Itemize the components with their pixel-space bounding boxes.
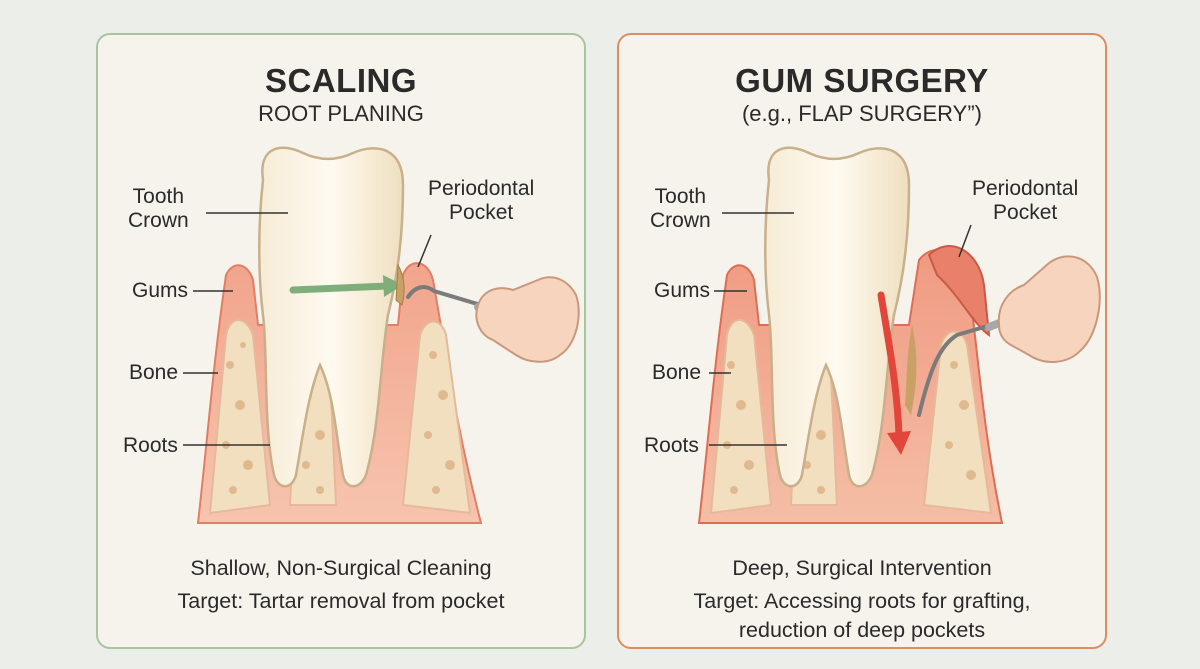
- label-tooth-crown: Tooth Crown: [650, 185, 711, 232]
- tartar: [395, 263, 405, 306]
- label-gums: Gums: [654, 279, 711, 302]
- caption-line-3: reduction of deep pockets: [738, 618, 986, 642]
- label-roots: Roots: [123, 434, 178, 457]
- panel-subtitle: (e.g., FLAP SURGERY”): [741, 101, 983, 126]
- panel-subtitle: ROOT PLANING: [258, 101, 424, 126]
- label-tooth-crown: Tooth Crown: [128, 185, 189, 232]
- scaler-instrument: [917, 303, 1061, 417]
- label-periodontal-pocket: Periodontal Pocket: [972, 177, 1079, 224]
- caption-line-2: Target: Accessing roots for grafting,: [693, 589, 1031, 613]
- label-bone: Bone: [129, 361, 179, 384]
- label-roots: Roots: [644, 434, 699, 457]
- gum-surgery-panel: GUM SURGERY (e.g., FLAP SURGERY”): [617, 33, 1107, 649]
- bone-pores: [222, 342, 455, 494]
- scaler-hand-icon: [475, 276, 580, 363]
- tartar: [905, 325, 917, 415]
- caption-line-2: Target: Tartar removal from pocket: [177, 589, 505, 613]
- gum-flap: [927, 245, 991, 338]
- bone: [922, 330, 993, 515]
- panel-title: SCALING: [265, 62, 417, 99]
- leader-lines: [709, 212, 972, 446]
- panel-title: GUM SURGERY: [735, 62, 989, 99]
- scaler-hand-icon: [997, 255, 1101, 363]
- green-arrow-icon: [289, 282, 392, 294]
- label-bone: Bone: [652, 361, 702, 384]
- scaler-instrument: [406, 285, 550, 327]
- label-periodontal-pocket: Periodontal Pocket: [428, 177, 535, 224]
- bone: [208, 319, 272, 515]
- caption-line-1: Shallow, Non-Surgical Cleaning: [190, 556, 492, 580]
- bone: [709, 319, 773, 515]
- surgery-illustration: [697, 146, 1101, 524]
- caption-line-1: Deep, Surgical Intervention: [732, 556, 992, 580]
- scaling-illustration: [183, 146, 580, 524]
- scaling-panel: SCALING ROOT PLANING: [96, 33, 586, 649]
- leader-lines: [183, 212, 432, 446]
- red-arrow-icon: [877, 291, 903, 439]
- tooth-icon: [764, 146, 911, 488]
- tooth-icon: [258, 146, 405, 488]
- label-gums: Gums: [132, 279, 189, 302]
